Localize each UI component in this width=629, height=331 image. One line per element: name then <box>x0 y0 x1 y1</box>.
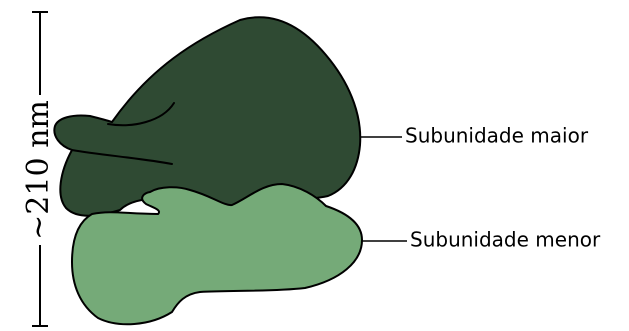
scale-label: ~210 nm <box>21 100 56 240</box>
large-subunit-shape <box>54 17 360 216</box>
large-subunit-label: Subunidade maior <box>405 124 589 148</box>
large-subunit <box>54 17 360 216</box>
small-subunit-label: Subunidade menor <box>410 228 601 252</box>
